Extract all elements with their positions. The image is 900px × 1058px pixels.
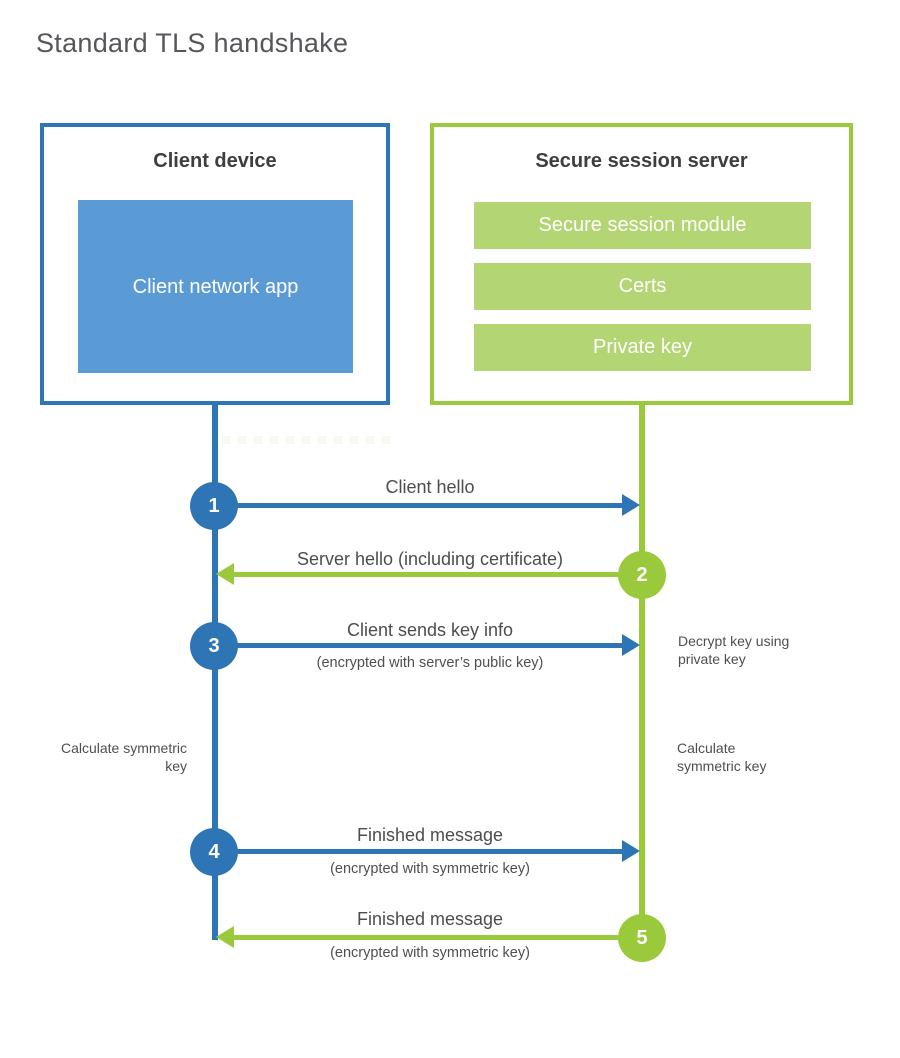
client-device-title: Client device	[153, 150, 277, 172]
step-1-label: Client hello	[385, 477, 475, 497]
step-4-label: Finished message	[356, 825, 504, 845]
faint-dashed-artifact	[222, 436, 392, 444]
server-module-secure-session-module: Secure session module	[474, 202, 811, 249]
calculate-symmetric-key-note-server: Calculate symmetric key	[677, 740, 767, 774]
step-5-sublabel: (encrypted with symmetric key)	[330, 945, 530, 961]
client-device-box: Client device Client network app	[40, 123, 390, 405]
arrow-right-icon	[622, 840, 640, 862]
server-module-private-key: Private key	[474, 324, 811, 371]
step-1-badge: 1	[190, 482, 238, 530]
arrow-client-hello-line	[236, 503, 622, 508]
step-5-badge: 5	[618, 914, 666, 962]
arrow-finished-client-line	[236, 849, 622, 854]
arrow-left-icon	[216, 926, 234, 948]
step-4-badge: 4	[190, 828, 238, 876]
step-3-label: Client sends key info	[346, 620, 514, 640]
arrow-right-icon	[622, 494, 640, 516]
secure-session-server-box: Secure session server Secure session mod…	[430, 123, 853, 405]
step-4-sublabel: (encrypted with symmetric key)	[330, 861, 530, 877]
calculate-symmetric-key-note-client: Calculate symmetric key	[60, 740, 187, 774]
step-2-label: Server hello (including certificate)	[296, 549, 564, 569]
step-2-badge: 2	[618, 551, 666, 599]
step-3-sublabel: (encrypted with server’s public key)	[316, 655, 544, 671]
arrow-finished-server-line	[234, 935, 618, 940]
server-lifeline	[639, 405, 645, 938]
server-module-certs: Certs	[474, 263, 811, 310]
client-lifeline	[212, 405, 218, 940]
secure-session-server-title: Secure session server	[535, 150, 748, 172]
page-title: Standard TLS handshake	[36, 28, 349, 58]
arrow-right-icon	[622, 634, 640, 656]
step-3-badge: 3	[190, 622, 238, 670]
arrow-client-key-info-line	[236, 643, 622, 648]
arrow-server-hello-line	[234, 572, 618, 577]
arrow-left-icon	[216, 563, 234, 585]
client-network-app-box: Client network app	[78, 200, 353, 373]
decrypt-key-note: Decrypt key using private key	[678, 633, 790, 667]
step-5-label: Finished message	[356, 909, 504, 929]
